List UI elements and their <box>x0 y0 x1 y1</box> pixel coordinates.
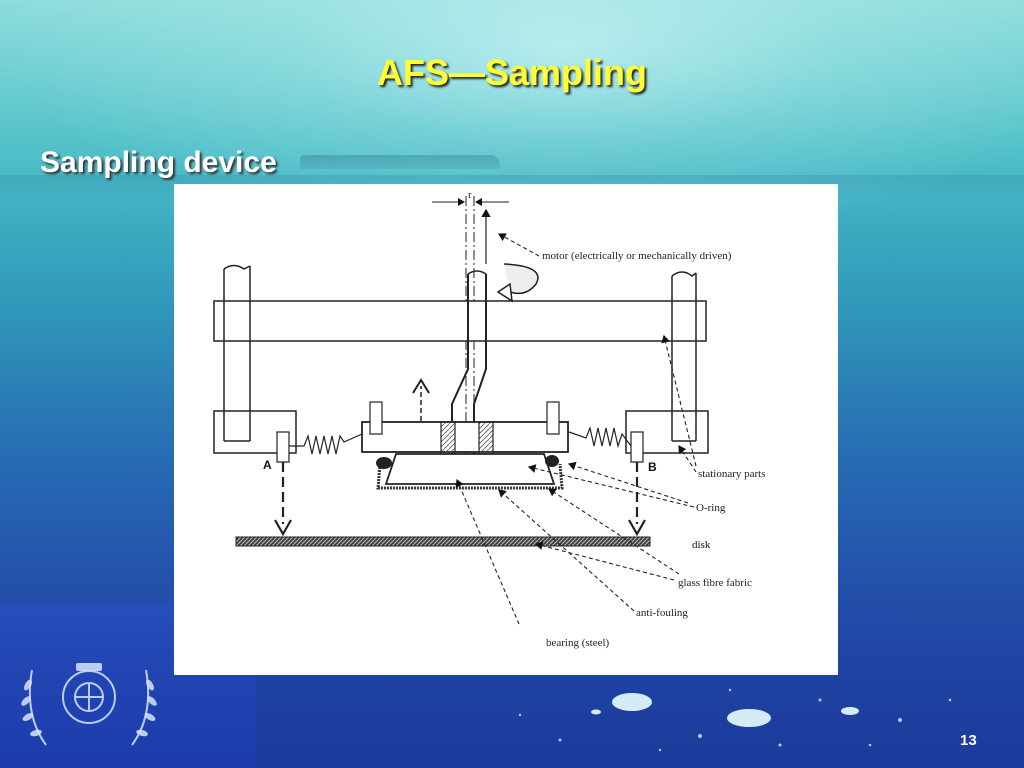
leader-lines <box>455 233 697 625</box>
label-a: A <box>263 458 272 472</box>
label-o-ring: O-ring <box>696 502 726 514</box>
arrow-a: A <box>263 458 292 537</box>
right-spring <box>568 425 632 449</box>
label-bearing: bearing (steel) <box>546 637 610 649</box>
label-glass-fibre-fabric: glass fibre fabric <box>678 577 752 589</box>
label-stationary-parts: stationary parts <box>698 468 766 480</box>
background-ship-silhouette <box>300 155 500 169</box>
r-dimension: r <box>432 189 509 206</box>
rotation-arrow-icon <box>496 263 539 303</box>
sampling-device-diagram: r <box>174 184 838 675</box>
laurel-emblem-icon <box>21 663 157 746</box>
stationary-beam <box>213 300 707 342</box>
lift-arrow-icon <box>412 378 430 421</box>
slide-title: AFS—Sampling <box>376 52 648 93</box>
label-motor: motor (electrically or mechanically driv… <box>542 250 732 262</box>
left-stationary-post <box>213 264 297 463</box>
label-disk: disk <box>692 539 711 551</box>
page-number: 13 <box>960 732 977 749</box>
label-b: B <box>648 460 657 474</box>
sampled-surface <box>235 536 651 547</box>
label-r: r <box>468 189 472 201</box>
left-spring <box>289 433 363 455</box>
diagram-canvas: r <box>213 189 766 649</box>
slide-subtitle: Sampling device <box>40 146 277 179</box>
disk-holder <box>361 401 569 490</box>
right-stationary-post <box>625 271 709 463</box>
label-anti-fouling: anti-fouling <box>636 607 688 619</box>
